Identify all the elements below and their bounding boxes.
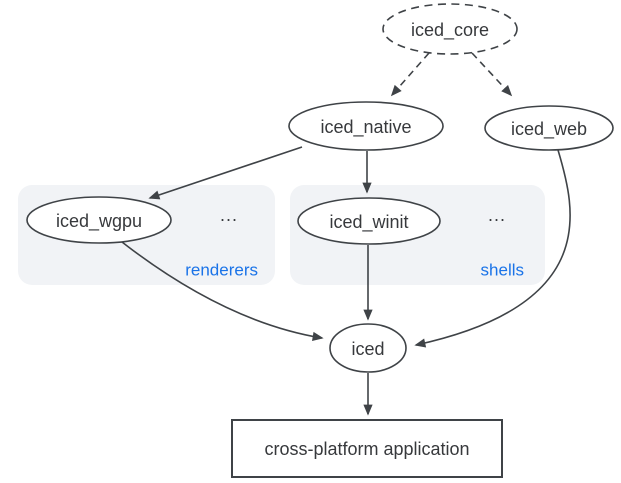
edge-iced-web-to-iced [414,149,571,348]
node-iced-winit: iced_winit [297,197,441,245]
node-iced-web: iced_web [484,105,614,151]
node-iced-native: iced_native [288,101,444,151]
node-cross-platform-application: cross-platform application [231,419,503,478]
iced-web-label: iced_web [511,119,587,140]
application-shape [231,419,503,478]
edge-iced-core-to-iced-web [471,52,513,97]
iced-shape [329,323,407,373]
iced-winit-shape [297,197,441,245]
application-label: cross-platform application [264,439,469,459]
edge-iced-core-to-iced-native [390,52,430,97]
iced-native-label: iced_native [320,117,411,138]
node-iced-wgpu: iced_wgpu [26,196,172,244]
node-iced: iced [329,323,407,373]
edge-iced-native-to-iced-wgpu [148,146,303,200]
iced-core-shape [382,3,518,55]
iced-wgpu-label: iced_wgpu [56,211,142,232]
renderers-group-label: renderers [185,261,258,280]
shells-ellipsis: ... [488,205,506,225]
node-iced-core: iced_core [382,3,518,55]
iced-web-shape [484,105,614,151]
renderers-ellipsis: ... [220,205,238,225]
iced-core-label: iced_core [411,20,489,41]
iced-wgpu-shape [26,196,172,244]
iced-native-shape [288,101,444,151]
edge-iced-wgpu-to-iced [121,241,324,342]
iced-label: iced [351,339,384,359]
shells-group-label: shells [481,261,524,280]
iced-winit-label: iced_winit [329,212,408,233]
